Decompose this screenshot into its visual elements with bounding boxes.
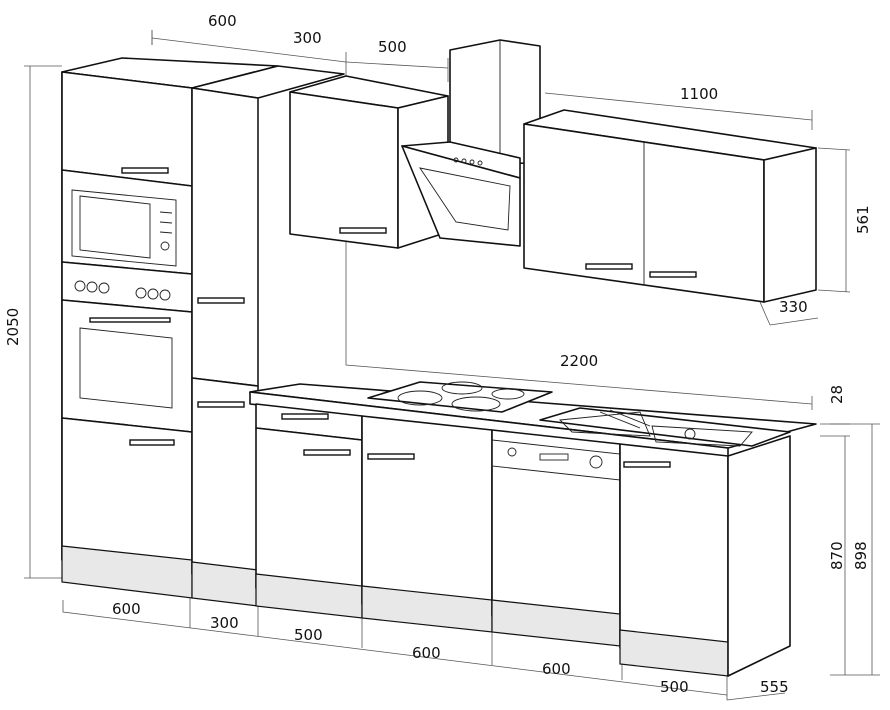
tall-narrow-cabinet: [191, 65, 345, 607]
wall-500-handle: [339, 227, 387, 234]
hob-ring-icon: [491, 388, 525, 400]
dim-base-898: 898: [852, 541, 870, 570]
base-500-handle: [303, 449, 351, 456]
hood-button-icon: [477, 160, 483, 166]
hood-button-icon: [469, 159, 475, 165]
dim-total-height-2050: 2050: [4, 308, 22, 346]
dim-worktop-28: 28: [828, 385, 846, 404]
dishwasher-display: [539, 453, 569, 461]
dim-depth-555: 555: [760, 678, 789, 696]
hood-button-icon: [453, 157, 459, 163]
extractor-hood: [401, 39, 541, 247]
dim-bottom-600-c: 600: [542, 660, 571, 678]
oven-knob-icon: [86, 281, 98, 293]
dim-worktop-2200: 2200: [560, 352, 598, 370]
wall-cabinet-1100: [523, 109, 817, 303]
dimension-lines: [24, 30, 880, 701]
dim-bottom-500-a: 500: [294, 626, 323, 644]
base-600-handle: [367, 453, 415, 460]
ceramic-hob: [367, 381, 553, 413]
tall-top-handle: [121, 167, 169, 174]
drawer-handle: [281, 413, 329, 420]
dim-top-600: 600: [208, 12, 237, 30]
dim-top-500: 500: [378, 38, 407, 56]
narrow-handle: [197, 401, 245, 408]
dimension-labels: 600 300 500 1100 330 561 2050 2200 28 87…: [4, 12, 872, 696]
dishwasher-knob-icon: [589, 455, 603, 469]
hob-ring-icon: [397, 390, 443, 406]
dim-wall-1100: 1100: [680, 85, 718, 103]
dim-top-300: 300: [293, 29, 322, 47]
dim-bottom-600-b: 600: [412, 644, 441, 662]
oven-handle: [89, 317, 171, 323]
dishwasher-button-icon: [507, 447, 517, 457]
hob-ring-icon: [451, 396, 501, 412]
oven-knob-icon: [74, 280, 86, 292]
wall-1100-handle-left: [585, 263, 633, 270]
hood-button-icon: [461, 158, 467, 164]
oven-knob-icon: [98, 282, 110, 294]
oven-knob-icon: [147, 288, 159, 300]
dim-bottom-300: 300: [210, 614, 239, 632]
tall-bottom-handle: [129, 439, 175, 446]
dim-base-870: 870: [828, 541, 846, 570]
dim-bottom-500-b: 500: [660, 678, 689, 696]
base-cabinets: [255, 403, 791, 677]
dim-bottom-600-a: 600: [112, 600, 141, 618]
dim-wall-depth-330: 330: [779, 298, 808, 316]
wall-1100-handle-right: [649, 271, 697, 278]
oven-knob-icon: [135, 287, 147, 299]
microwave-knob-icon: [160, 241, 170, 251]
sink-drain-icon: [684, 428, 696, 440]
sink-base-handle: [623, 461, 671, 468]
narrow-handle: [197, 297, 245, 304]
hob-ring-icon: [441, 381, 483, 395]
dim-wall-height-561: 561: [854, 205, 872, 234]
oven-knob-icon: [159, 289, 171, 301]
